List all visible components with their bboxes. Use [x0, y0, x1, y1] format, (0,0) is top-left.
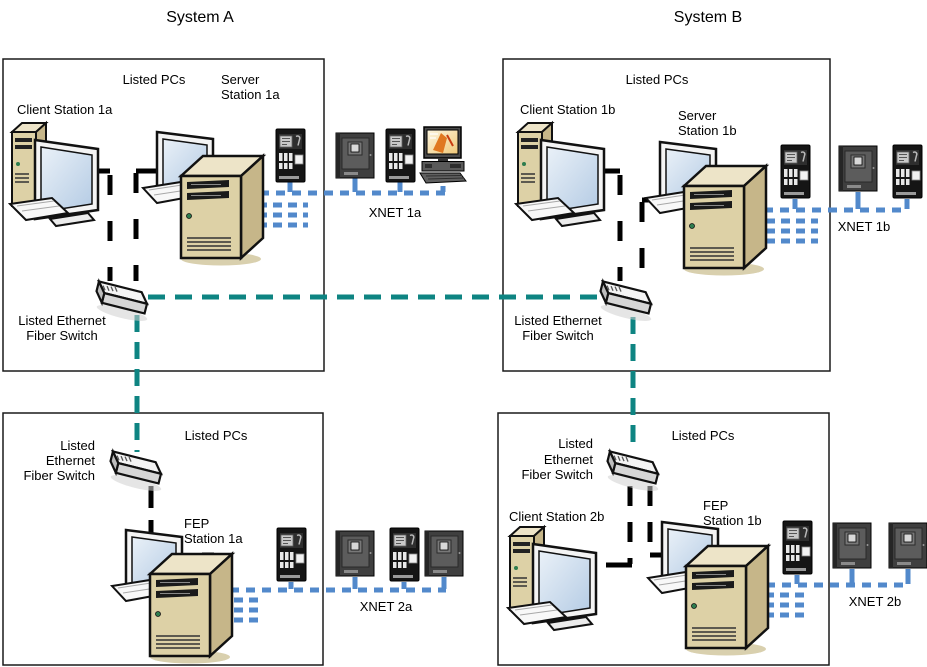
- listed-pcs-label: Listed PCs: [672, 428, 735, 443]
- fiber-switch-b2-label-line1: Listed: [558, 436, 593, 451]
- annunciator-panel-icon: [782, 520, 813, 575]
- fep-station-1a-label-line2: Station 1a: [184, 531, 243, 546]
- annunciator-panel-icon: [275, 128, 306, 183]
- server-station-1b-label-line2: Station 1b: [678, 123, 737, 138]
- fire-control-panel-icon: [335, 530, 375, 577]
- xnet-2a-network-lines: [230, 577, 447, 623]
- client-station-2b-pc-icon: [506, 525, 598, 632]
- listed-pcs-label: Listed PCs: [123, 72, 186, 87]
- fep-station-1b-label-line1: FEP: [703, 498, 728, 513]
- xnet-1a-network-lines: [258, 178, 446, 228]
- fire-control-panel-icon: [335, 132, 375, 179]
- fiber-switch-a2-label-line1: Listed: [60, 438, 95, 453]
- system-b-top-enclosure-box: [502, 58, 831, 372]
- fiber-switch-b-label-line2: Fiber Switch: [522, 328, 594, 343]
- system-b-bottom-enclosure-box: [497, 412, 830, 666]
- annunciator-panel-icon: [389, 527, 420, 582]
- client-station-1a-label: Client Station 1a: [17, 102, 113, 117]
- client-station-1a-pc-icon: [8, 121, 100, 228]
- server-station-1a-label-line2: Station 1a: [221, 87, 280, 102]
- system-a-title: System A: [166, 9, 234, 26]
- system-a-bottom-enclosure-box: [2, 412, 324, 666]
- fiber-switch-a-label-line1: Listed Ethernet: [18, 313, 106, 328]
- client-station-1b-pc-icon: [514, 121, 606, 228]
- server-station-1a-pc-icon: [141, 130, 265, 267]
- annunciator-panel-icon: [276, 527, 307, 582]
- client-station-2b-label: Client Station 2b: [509, 509, 604, 524]
- client-station-1b-label: Client Station 1b: [520, 102, 615, 117]
- fire-control-panel-icon: [838, 145, 878, 192]
- xnet-2b-network-lines: [765, 569, 911, 618]
- fiber-switch-b-bottom-icon: [601, 450, 666, 496]
- server-station-1b-pc-icon: [644, 140, 768, 277]
- fiber-switch-b2-label-line3: Fiber Switch: [521, 467, 593, 482]
- fep-station-1b-label-line2: Station 1b: [703, 513, 762, 528]
- xnet-2a-label: XNET 2a: [360, 599, 413, 614]
- xnet-2b-label: XNET 2b: [849, 594, 902, 609]
- xnet-1b-network-lines: [764, 192, 910, 244]
- fiber-switch-a-bottom-icon: [104, 450, 169, 496]
- server-station-1b-label-line1: Server: [678, 108, 717, 123]
- xnet-1a-label: XNET 1a: [369, 205, 422, 220]
- system-a-top-enclosure-box: [2, 58, 325, 372]
- fep-station-1b-pc-icon: [646, 520, 770, 657]
- fire-control-panel-icon: [832, 522, 872, 569]
- server-station-1a-label-line1: Server: [221, 72, 260, 87]
- fiber-switch-b2-label-line2: Ethernet: [544, 452, 594, 467]
- annunciator-panel-icon: [892, 144, 923, 199]
- fiber-switch-b-top-icon: [594, 280, 659, 326]
- fire-control-panel-icon: [424, 530, 464, 577]
- system-b-title: System B: [674, 9, 742, 26]
- fiber-switch-a2-label-line3: Fiber Switch: [23, 468, 95, 483]
- annunciator-panel-icon: [385, 128, 416, 183]
- fire-control-panel-icon: [888, 522, 927, 569]
- fiber-switch-a-label-line2: Fiber Switch: [26, 328, 98, 343]
- graphic-workstation-icon: [419, 126, 467, 184]
- annunciator-panel-icon: [780, 144, 811, 199]
- fep-station-1a-pc-icon: [110, 528, 234, 665]
- fep-station-1a-label-line1: FEP: [184, 516, 209, 531]
- xnet-1b-label: XNET 1b: [838, 219, 891, 234]
- listed-pcs-label: Listed PCs: [626, 72, 689, 87]
- listed-pcs-label: Listed PCs: [185, 428, 248, 443]
- fiber-switch-b-label-line1: Listed Ethernet: [514, 313, 602, 328]
- fiber-switch-a2-label-line2: Ethernet: [46, 453, 96, 468]
